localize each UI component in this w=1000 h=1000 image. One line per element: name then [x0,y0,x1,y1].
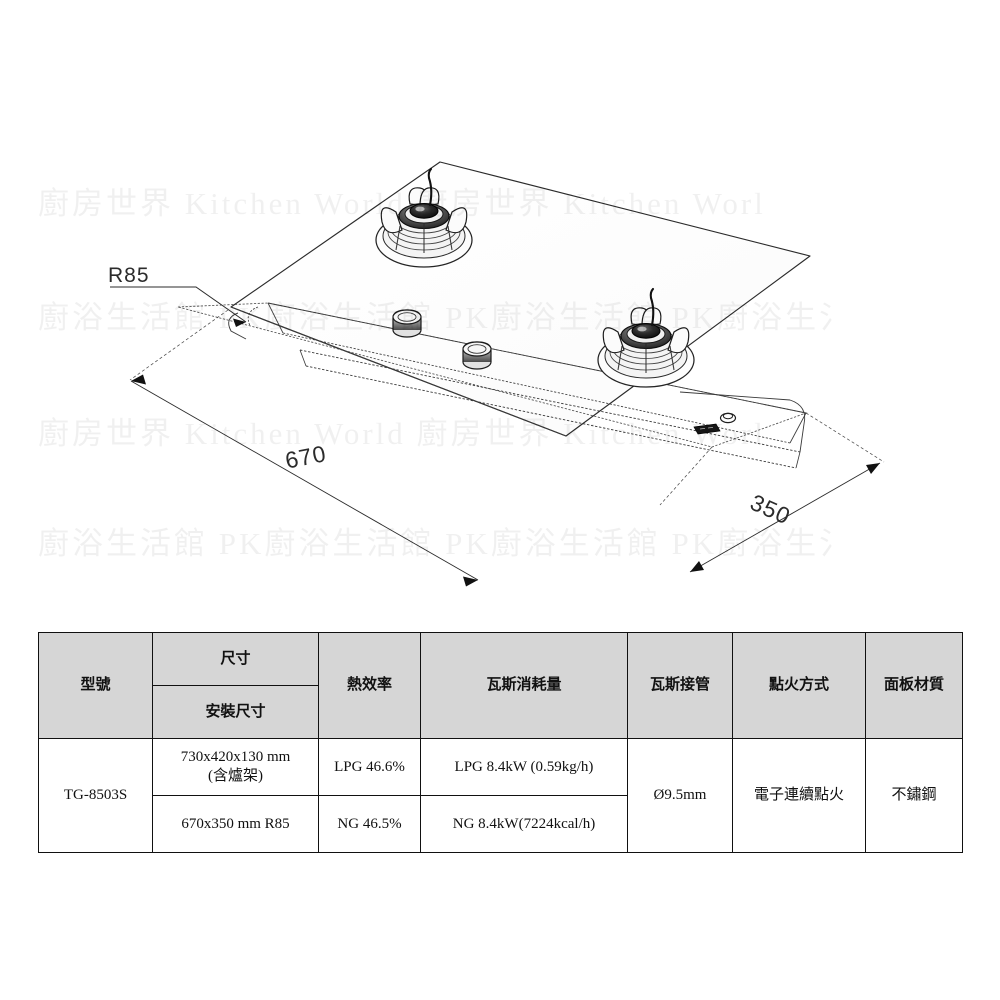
dim-line-670 [130,380,479,581]
table-header-row-1: 型號 尺寸 熱效率 瓦斯消耗量 瓦斯接管 點火方式 面板材質 [38,632,963,739]
cell-panel-material: 不鏽鋼 [865,738,963,853]
dim-670-arrow-end [463,576,478,587]
cell-consumption-lpg: LPG 8.4kW (0.59kg/h) [420,738,628,796]
burner-cap-rear [409,203,439,219]
dimension-label-r85: R85 [108,264,150,287]
table-row: TG-8503S 730x420x130 mm (含爐架) LPG 46.6% … [38,738,963,853]
header-size-outer: 尺寸 [152,632,319,686]
dim-350-arrow-end [690,561,704,572]
dim-670-arrow-start [131,374,146,385]
control-knob-right [462,341,492,370]
dim-350-arrow-start [866,463,880,474]
igniter-electrode-front [649,287,655,327]
gas-inlet-fitting [693,412,737,435]
r85-leader-line [110,286,247,323]
burner-assembly-front [597,287,695,388]
burner-assembly-rear [375,167,473,268]
burner-arms-front [602,307,690,354]
control-knob-left [392,309,422,338]
cell-efficiency-lpg: LPG 46.6% [318,738,421,796]
header-gas-pipe: 瓦斯接管 [627,632,733,739]
burner-cap-front [631,323,661,339]
cooktop-panel-group [230,161,811,437]
cell-size-install: 670x350 mm R85 [152,795,319,853]
table-header-row-2: 安裝尺寸 [39,685,963,739]
cell-consumption-ng: NG 8.4kW(7224kcal/h) [420,795,628,853]
cooktop-line-drawing [110,161,885,587]
cell-size-outer-line2: (含爐架) [208,768,263,784]
header-model: 型號 [38,632,153,739]
header-panel-material: 面板材質 [865,632,963,739]
igniter-electrode-rear [427,167,433,207]
header-consumption: 瓦斯消耗量 [420,632,628,739]
header-size-install: 安裝尺寸 [152,685,319,739]
header-ignition: 點火方式 [732,632,866,739]
cell-efficiency-ng: NG 46.5% [318,795,421,853]
dim-line-350 [689,462,881,573]
cell-gas-pipe: Ø9.5mm [627,738,733,853]
cell-size-outer: 730x420x130 mm (含爐架) [152,738,319,796]
cell-ignition: 電子連續點火 [732,738,866,853]
burner-arms-rear [380,187,468,234]
header-efficiency: 熱效率 [318,632,421,739]
dimension-lines [110,286,885,587]
cell-size-outer-line1: 730x420x130 mm [180,749,291,766]
table-row: 670x350 mm R85 NG 46.5% NG 8.4kW(7224kca… [39,795,963,853]
r85-arrowhead [233,318,246,327]
specification-table: 型號 尺寸 熱效率 瓦斯消耗量 瓦斯接管 點火方式 面板材質 安裝尺寸 TG-8… [38,632,963,853]
specification-table-container: 型號 尺寸 熱效率 瓦斯消耗量 瓦斯接管 點火方式 面板材質 安裝尺寸 TG-8… [38,632,963,853]
cell-model: TG-8503S [38,738,153,853]
cooktop-lower-skirt [299,349,806,469]
product-dimension-diagram: 廚房世界 Kitchen World 廚房世界 Kitchen Worl 廚浴生… [38,161,885,587]
